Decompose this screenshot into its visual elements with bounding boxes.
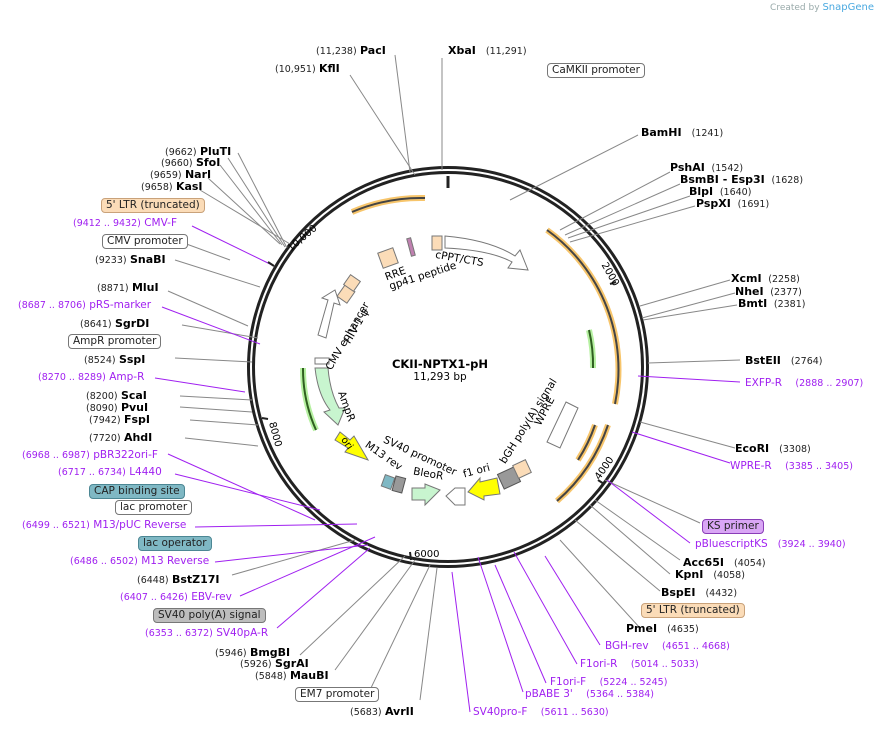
enzyme-scai[interactable]: (8200) ScaI xyxy=(86,389,147,402)
enzyme-maubi[interactable]: (5848) MauBI xyxy=(255,669,329,682)
enzyme-blpi[interactable]: BlpI (1640) xyxy=(689,185,752,198)
feature-5ltr-right[interactable]: 5' LTR (truncated) xyxy=(641,603,745,618)
enzyme-kfli[interactable]: (10,951) KflI xyxy=(275,62,340,75)
enzyme-pshai[interactable]: PshAI (1542) xyxy=(670,161,744,174)
feature-camkii-promoter[interactable]: CaMKII promoter xyxy=(547,63,645,78)
primer-l4440[interactable]: (6717 .. 6734) L4440 xyxy=(58,466,162,478)
enzyme-nari[interactable]: (9659) NarI xyxy=(150,168,212,181)
enzyme-sgrdi[interactable]: (8641) SgrDI xyxy=(80,317,150,330)
enzyme-bstz17i[interactable]: (6448) BstZ17I xyxy=(137,573,220,586)
enzyme-pmei[interactable]: PmeI (4635) xyxy=(626,622,699,635)
enzyme-leaders xyxy=(167,54,741,701)
enzyme-nhei[interactable]: NheI (2377) xyxy=(735,285,802,298)
primer-f1ori-f[interactable]: F1ori-F (5224 .. 5245) xyxy=(550,676,668,688)
enzyme-bamhi[interactable]: BamHI (1241) xyxy=(641,126,724,139)
primer-pbabe3[interactable]: pBABE 3' (5364 .. 5384) xyxy=(525,688,655,700)
enzyme-snabi[interactable]: (9233) SnaBI xyxy=(95,253,166,266)
enzyme-paci[interactable]: (11,238) PacI xyxy=(316,44,386,57)
enzyme-avrii[interactable]: (5683) AvrII xyxy=(350,705,414,718)
enzyme-kasi[interactable]: (9658) KasI xyxy=(141,180,203,193)
enzyme-bmgbi[interactable]: (5946) BmgBI xyxy=(215,646,291,659)
primer-m13puc-reverse[interactable]: (6499 .. 6521) M13/pUC Reverse xyxy=(22,519,187,531)
snapgene-credit: Created by SnapGene xyxy=(770,2,874,13)
enzyme-pspxi[interactable]: PspXI (1691) xyxy=(696,197,770,210)
feature-sv40-polya[interactable]: SV40 poly(A) signal xyxy=(153,608,266,623)
enzyme-sspi[interactable]: (8524) SspI xyxy=(84,353,146,366)
plasmid-name: CKII-NPTX1-pH xyxy=(391,357,489,371)
primer-wpre-r[interactable]: WPRE-R (3385 .. 3405) xyxy=(730,460,853,472)
primer-sv40pro-f[interactable]: SV40pro-F (5611 .. 5630) xyxy=(473,706,609,718)
feature-5ltr-left[interactable]: 5' LTR (truncated) xyxy=(101,198,205,213)
enzyme-kpni[interactable]: KpnI (4058) xyxy=(675,568,745,581)
enzyme-fspi[interactable]: (7942) FspI xyxy=(89,413,150,426)
feature-cap-binding-site[interactable]: CAP binding site xyxy=(89,484,185,499)
plasmid-length: 11,293 bp xyxy=(413,371,467,383)
enzyme-ecori[interactable]: EcoRI (3308) xyxy=(735,442,811,455)
enzyme-ahdi[interactable]: (7720) AhdI xyxy=(89,431,153,444)
feature-lac-operator[interactable]: lac operator xyxy=(138,536,212,551)
feature-cmv-promoter[interactable]: CMV promoter xyxy=(102,234,188,249)
primer-ebv-rev[interactable]: (6407 .. 6426) EBV-rev xyxy=(120,591,232,603)
primer-exfp-r[interactable]: EXFP-R (2888 .. 2907) xyxy=(745,377,864,389)
feature-em7-promoter[interactable]: EM7 promoter xyxy=(295,687,380,702)
primer-leaders xyxy=(154,225,741,713)
primer-cmv-f[interactable]: (9412 .. 9432) CMV-F xyxy=(73,217,177,229)
enzyme-bspei[interactable]: BspEI (4432) xyxy=(661,586,738,599)
backbone-inner xyxy=(250,169,646,565)
tick-6000: 6000 xyxy=(414,549,440,560)
enzyme-pluti[interactable]: (9662) PluTI xyxy=(165,145,232,158)
primer-prs-marker[interactable]: (8687 .. 8706) pRS-marker xyxy=(18,299,152,311)
primer-bgh-rev[interactable]: BGH-rev (4651 .. 4668) xyxy=(605,640,730,652)
primer-pbluescriptks[interactable]: pBluescriptKS (3924 .. 3940) xyxy=(695,538,846,550)
enzyme-xbai[interactable]: XbaI (11,291) xyxy=(448,44,527,57)
enzyme-bsteii[interactable]: BstEII (2764) xyxy=(745,354,823,367)
enzyme-acc65i[interactable]: Acc65I (4054) xyxy=(683,556,766,569)
primer-sv40pa-r[interactable]: (6353 .. 6372) SV40pA-R xyxy=(145,627,269,639)
snapgene-logo: SnapGene xyxy=(822,2,874,13)
primer-f1ori-r[interactable]: F1ori-R (5014 .. 5033) xyxy=(580,658,699,670)
primer-pbr322ori-f[interactable]: (6968 .. 6987) pBR322ori-F xyxy=(22,449,158,461)
enzyme-bsmbi[interactable]: BsmBI - Esp3I (1628) xyxy=(680,173,804,186)
feature-ampr-promoter[interactable]: AmpR promoter xyxy=(68,334,162,349)
feature-lac-promoter[interactable]: lac promoter xyxy=(115,500,193,515)
primer-amp-r[interactable]: (8270 .. 8289) Amp-R xyxy=(38,371,145,383)
enzyme-xcmi[interactable]: XcmI (2258) xyxy=(731,272,800,285)
primer-m13-reverse[interactable]: (6486 .. 6502) M13 Reverse xyxy=(70,555,210,567)
enzyme-pvui[interactable]: (8090) PvuI xyxy=(86,401,149,414)
enzyme-bmti[interactable]: BmtI (2381) xyxy=(738,297,806,310)
enzyme-mlui[interactable]: (8871) MluI xyxy=(97,281,159,294)
enzyme-sfoi[interactable]: (9660) SfoI xyxy=(161,156,221,169)
enzyme-sgrai[interactable]: (5926) SgrAI xyxy=(240,657,309,670)
feature-ks-primer[interactable]: KS primer xyxy=(702,519,764,534)
